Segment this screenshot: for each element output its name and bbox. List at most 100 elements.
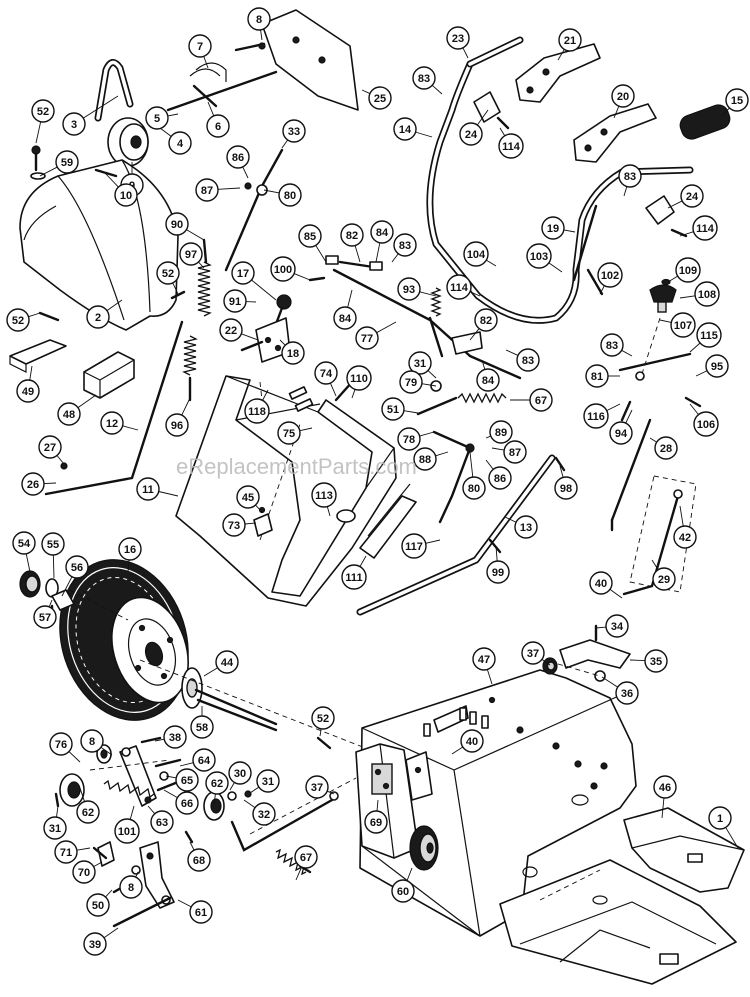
callout-circle bbox=[256, 769, 280, 793]
callout-number: 28 bbox=[660, 443, 672, 455]
callout-number: 71 bbox=[60, 847, 72, 859]
callout-83: 83 bbox=[505, 348, 540, 372]
callout-leader bbox=[406, 867, 413, 881]
callout-number: 74 bbox=[320, 368, 333, 380]
callout-number: 8 bbox=[128, 882, 134, 894]
callout-number: 19 bbox=[547, 223, 559, 235]
callout-16: 16 bbox=[118, 537, 142, 573]
callout-20: 20 bbox=[611, 84, 635, 119]
callout-number: 57 bbox=[39, 612, 51, 624]
callout-leader bbox=[68, 751, 81, 763]
callout-circle bbox=[341, 564, 367, 590]
callout-81: 81 bbox=[585, 364, 620, 388]
callout-98: 98 bbox=[554, 465, 578, 500]
callout-52: 52 bbox=[156, 261, 180, 295]
callout-number: 86 bbox=[232, 152, 244, 164]
callout-circle bbox=[368, 86, 392, 110]
part-callouts: 1234567888910111213141516171819202122232… bbox=[6, 7, 749, 956]
callout-leader bbox=[103, 927, 119, 939]
callout-circle bbox=[413, 447, 437, 471]
callout-circle bbox=[489, 420, 513, 444]
callout-circle bbox=[118, 537, 142, 561]
callout-number: 52 bbox=[37, 106, 49, 118]
callout-number: 1 bbox=[717, 813, 723, 825]
callout-62: 62 bbox=[76, 787, 100, 824]
bracket-20 bbox=[573, 103, 657, 163]
callout-62: 62 bbox=[205, 771, 229, 805]
callout-number: 76 bbox=[55, 739, 67, 751]
callout-114: 114 bbox=[679, 215, 718, 241]
callout-leader bbox=[649, 437, 657, 443]
knob-108 bbox=[649, 278, 677, 313]
callout-circle bbox=[31, 99, 55, 123]
callout-number: 117 bbox=[405, 541, 423, 553]
callout-circle bbox=[305, 775, 329, 799]
callout-circle bbox=[188, 34, 212, 58]
callout-circle bbox=[222, 513, 246, 537]
callout-leader bbox=[689, 403, 699, 415]
callout-leader bbox=[659, 319, 672, 323]
callout-number: 4 bbox=[177, 138, 184, 150]
callout-circle bbox=[585, 364, 609, 388]
callout-leader bbox=[376, 321, 397, 334]
callout-75: 75 bbox=[277, 421, 313, 445]
callout-116: 116 bbox=[583, 403, 621, 429]
callout-circle bbox=[244, 398, 270, 424]
callout-circle bbox=[364, 810, 388, 834]
callout-leader bbox=[486, 259, 497, 267]
callout-number: 13 bbox=[520, 522, 532, 534]
callout-circle bbox=[670, 312, 696, 338]
callout-circle bbox=[270, 256, 296, 282]
callout-leader bbox=[293, 273, 311, 281]
callout-number: 31 bbox=[414, 358, 426, 370]
callout-115: 115 bbox=[689, 322, 722, 353]
callout-76: 76 bbox=[49, 732, 81, 763]
callout-leader bbox=[679, 295, 696, 299]
bracket-61 bbox=[139, 841, 175, 909]
callout-14: 14 bbox=[393, 117, 433, 141]
callout-83: 83 bbox=[412, 66, 443, 95]
callout-circle bbox=[49, 732, 73, 756]
callout-circle bbox=[705, 354, 729, 378]
callout-leader bbox=[165, 775, 177, 779]
callout-leader bbox=[354, 245, 361, 263]
callout-circle bbox=[463, 241, 489, 267]
callout-number: 49 bbox=[22, 386, 34, 398]
callout-84: 84 bbox=[476, 359, 500, 392]
callout-67: 67 bbox=[294, 845, 318, 881]
callout-leader bbox=[207, 101, 215, 117]
callout-number: 24 bbox=[686, 191, 699, 203]
callout-circle bbox=[694, 281, 720, 307]
callout-number: 31 bbox=[49, 823, 61, 835]
callout-leader bbox=[203, 667, 218, 677]
callout-leader bbox=[469, 291, 481, 297]
callout-number: 34 bbox=[611, 621, 624, 633]
callout-leader bbox=[56, 455, 65, 465]
callout-leader bbox=[425, 539, 441, 544]
callout-circle bbox=[62, 112, 86, 136]
control-rod-12 bbox=[44, 320, 184, 496]
callout-83: 83 bbox=[600, 333, 633, 357]
callout-number: 11 bbox=[142, 484, 154, 496]
callout-number: 115 bbox=[700, 330, 718, 342]
callout-circle bbox=[136, 477, 160, 501]
callout-circle bbox=[119, 875, 143, 899]
callout-number: 6 bbox=[215, 121, 221, 133]
shift-bracket-35 bbox=[559, 639, 631, 669]
callout-circle bbox=[228, 761, 252, 785]
callout-circle bbox=[165, 413, 189, 437]
callout-circle bbox=[72, 860, 96, 884]
callout-110: 110 bbox=[346, 365, 372, 399]
callout-leader bbox=[419, 291, 437, 297]
callout-40: 40 bbox=[451, 729, 484, 755]
callout-leader bbox=[667, 275, 678, 283]
callout-leader bbox=[563, 229, 576, 233]
callout-leader bbox=[599, 285, 605, 295]
callout-91: 91 bbox=[223, 289, 257, 313]
callout-leader bbox=[244, 522, 257, 525]
callout-83: 83 bbox=[391, 233, 417, 263]
callout-104: 104 bbox=[463, 241, 497, 267]
callout-circle bbox=[86, 893, 110, 917]
callout-number: 75 bbox=[283, 428, 295, 440]
callout-leader bbox=[689, 342, 701, 353]
